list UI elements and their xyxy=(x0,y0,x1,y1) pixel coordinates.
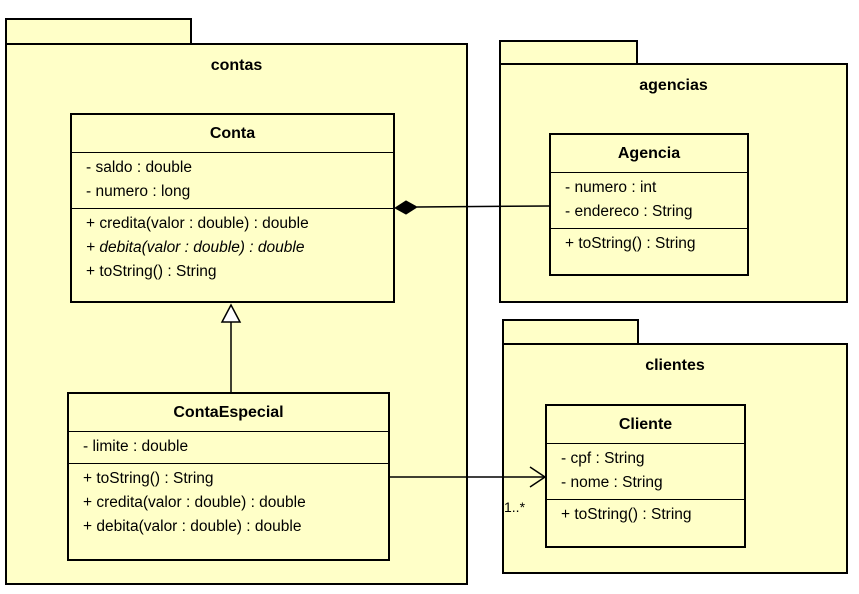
package-agencias-tab xyxy=(499,40,638,65)
attribute: - saldo : double xyxy=(86,159,192,176)
class-conta-especial-operations: + toString() : String + credita(valor : … xyxy=(69,464,388,543)
class-conta-operations: + credita(valor : double) : double + deb… xyxy=(72,209,393,288)
class-conta-especial[interactable]: ContaEspecial - limite : double + toStri… xyxy=(67,392,390,561)
class-conta-especial-name: ContaEspecial xyxy=(69,394,388,432)
class-agencia[interactable]: Agencia - numero : int - endereco : Stri… xyxy=(549,133,749,276)
operation: + credita(valor : double) : double xyxy=(86,215,309,232)
operation: + toString() : String xyxy=(83,470,214,487)
operation: + toString() : String xyxy=(86,263,217,280)
attribute: - numero : int xyxy=(565,179,657,196)
class-cliente-operations: + toString() : String xyxy=(547,500,744,531)
class-conta-name: Conta xyxy=(72,115,393,153)
operation: + credita(valor : double) : double xyxy=(83,494,306,511)
operation: + toString() : String xyxy=(561,506,692,523)
class-agencia-attributes: - numero : int - endereco : String xyxy=(551,173,747,229)
attribute: - limite : double xyxy=(83,438,189,455)
class-cliente-name: Cliente xyxy=(547,406,744,444)
class-conta-especial-attributes: - limite : double xyxy=(69,432,388,464)
class-conta-attributes: - saldo : double - numero : long xyxy=(72,153,393,209)
attribute: - nome : String xyxy=(561,474,663,491)
class-cliente-attributes: - cpf : String - nome : String xyxy=(547,444,744,500)
operation: + debita(valor : double) : double xyxy=(83,518,302,535)
package-clientes-title: clientes xyxy=(645,357,705,374)
attribute: - endereco : String xyxy=(565,203,693,220)
package-clientes-tab xyxy=(502,319,639,345)
operation-abstract: + debita(valor : double) : double xyxy=(86,239,305,256)
class-agencia-name: Agencia xyxy=(551,135,747,173)
attribute: - numero : long xyxy=(86,183,191,200)
package-agencias-title: agencias xyxy=(639,77,708,94)
package-contas-title: contas xyxy=(210,57,263,74)
operation: + toString() : String xyxy=(565,235,696,252)
package-contas-tab xyxy=(5,18,192,45)
class-cliente[interactable]: Cliente - cpf : String - nome : String +… xyxy=(545,404,746,548)
class-conta[interactable]: Conta - saldo : double - numero : long +… xyxy=(70,113,395,303)
association-multiplicity: 1..* xyxy=(504,499,526,515)
class-agencia-operations: + toString() : String xyxy=(551,229,747,260)
attribute: - cpf : String xyxy=(561,450,645,467)
